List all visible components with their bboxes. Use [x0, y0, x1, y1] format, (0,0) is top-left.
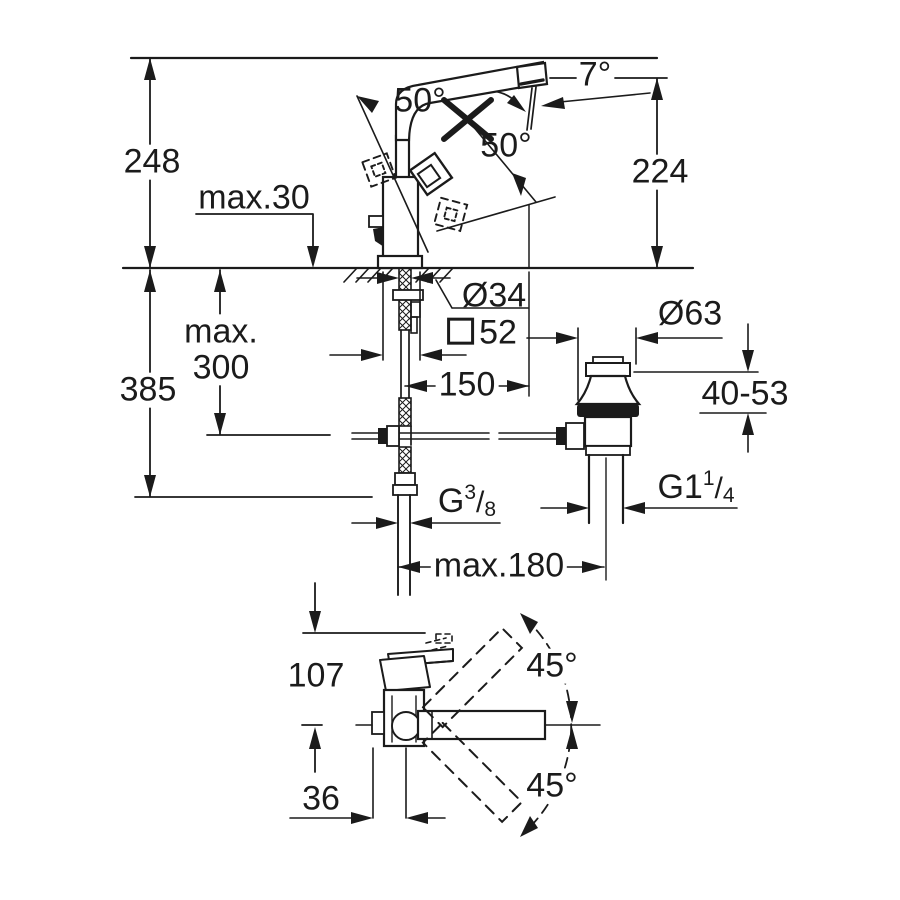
dim-max300-label: max.300	[181, 314, 261, 386]
dim-36	[289, 747, 446, 819]
water-stream	[526, 86, 537, 131]
popup-rod	[400, 329, 410, 399]
supply-nut	[394, 472, 416, 486]
dim-40-53	[633, 323, 767, 453]
rod-guide	[410, 301, 421, 318]
spout-top-view	[416, 709, 547, 741]
spout-pivot	[391, 711, 421, 741]
supply-hose-lower	[398, 446, 412, 474]
dim-36-label: 36	[302, 779, 340, 818]
dim-o63	[526, 327, 723, 401]
lever-top-view	[379, 633, 454, 692]
dim-max30-label: max.30	[198, 178, 310, 217]
dim-52-label: 52	[447, 315, 517, 351]
dim-52	[329, 271, 467, 361]
dim-max30-leader	[195, 213, 314, 249]
waste-tailpiece	[587, 453, 625, 525]
spout-swivel-up	[421, 626, 524, 729]
waste-plug	[585, 362, 631, 377]
mixer-base	[376, 254, 424, 270]
dim-248-label: 248	[120, 144, 184, 180]
dim-o34-label: Ø34	[461, 276, 527, 315]
angle-45-upper-label: 45°	[523, 648, 581, 684]
handle-position-up	[361, 152, 397, 188]
rod-coupler	[386, 425, 400, 447]
waste-collar	[585, 445, 631, 456]
square-symbol-icon	[447, 317, 475, 345]
spout-swivel-down	[421, 721, 524, 824]
dim-40-53-label: 40-53	[701, 374, 789, 413]
supply-hose-upper	[398, 397, 412, 427]
angle-7-label: 7°	[578, 55, 612, 94]
dim-224-label: 224	[628, 154, 692, 190]
handle	[408, 151, 454, 197]
dim-o34	[356, 277, 529, 309]
body-front-cap	[371, 711, 385, 735]
waste-body	[583, 415, 633, 448]
angle-45-lower-label: 45°	[523, 768, 581, 804]
dim-107-label: 107	[287, 656, 345, 695]
mounting-nut	[392, 289, 424, 301]
waste-gasket	[577, 404, 639, 417]
handle-angle-lines	[356, 95, 556, 253]
angle-50-lower-label: 50°	[480, 126, 532, 165]
dim-max180-label: max.180	[430, 548, 568, 584]
swivel-arc	[524, 617, 573, 833]
spout-neck	[394, 133, 411, 179]
dim-107	[301, 582, 426, 773]
dim-o63-label: Ø63	[657, 294, 723, 333]
supply-tube	[397, 494, 411, 596]
waste-funnel	[574, 374, 642, 406]
popup-knob	[368, 215, 384, 228]
handle-position-down	[432, 196, 469, 233]
pull-rod	[351, 432, 557, 440]
thread-g38-label: G3/8	[437, 480, 497, 521]
waste-pivot	[565, 422, 585, 450]
thread-g114-label: G11/4	[657, 466, 735, 507]
dim-150-label: 150	[435, 367, 499, 403]
dim-385-label: 385	[116, 372, 180, 408]
angle-50-upper-label: 50°	[394, 81, 446, 120]
